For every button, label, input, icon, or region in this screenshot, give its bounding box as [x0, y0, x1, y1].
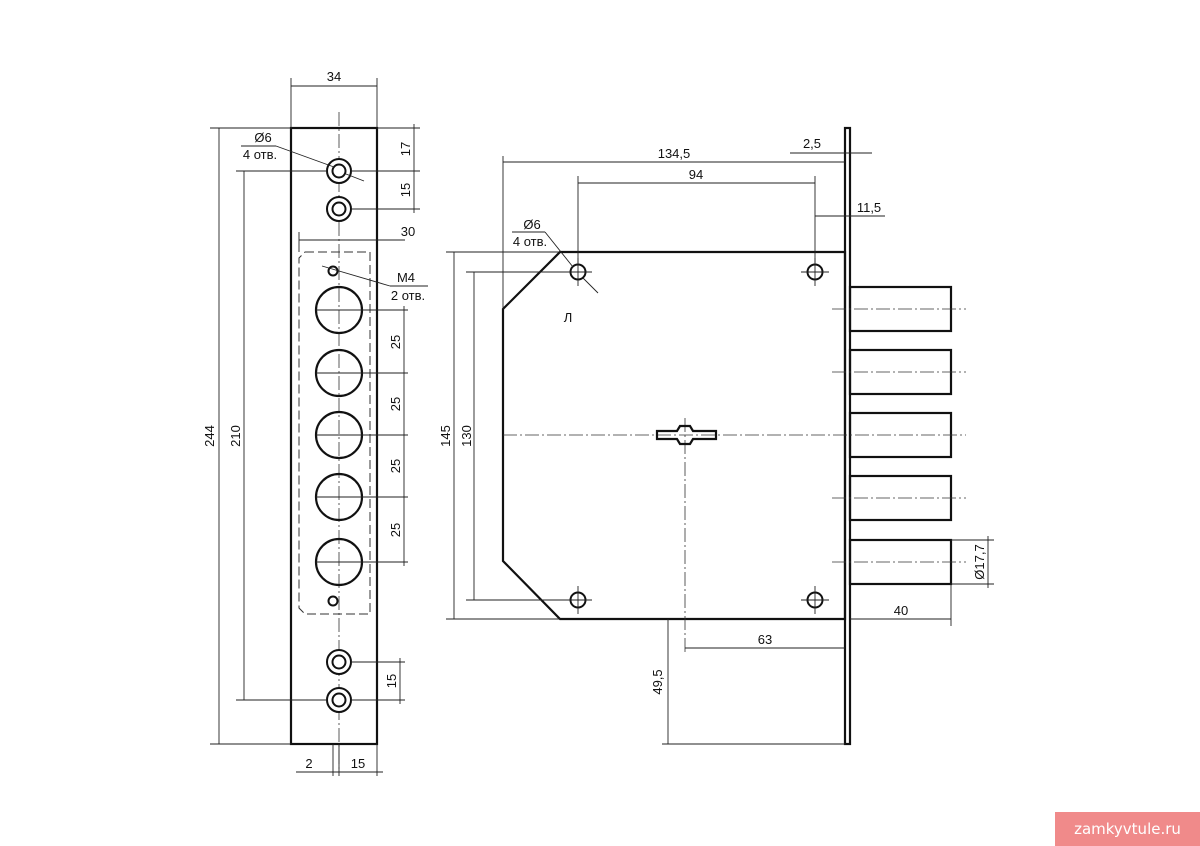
dim-bolt-length: 40 [894, 603, 908, 618]
body-outline [501, 250, 847, 621]
dim-bolt-diameter: Ø17,7 [972, 544, 987, 579]
dim-faceplate: 2,5 [803, 136, 821, 151]
side-label: Л [564, 310, 573, 325]
thread-spec-size: M4 [397, 270, 415, 285]
strip-mount-holes [326, 158, 352, 713]
site-watermark: zamkyvtule.ru [1055, 812, 1200, 846]
dim-hole-span: 94 [689, 167, 703, 182]
dim-bottom-offset: 49,5 [650, 669, 665, 694]
body-hole-spec-count: 4 отв. [513, 234, 547, 249]
dim-pitch-1: 25 [388, 335, 403, 349]
faceplate-strip-view: 34 30 244 210 17 15 [202, 69, 428, 776]
dim-pitch-2: 25 [388, 397, 403, 411]
dim-backset-total: 134,5 [658, 146, 691, 161]
bolts [848, 285, 953, 586]
strip-hole-spec-size: Ø6 [254, 130, 271, 145]
dim-foot-15: 15 [351, 756, 365, 771]
dim-pitch-4: 25 [388, 523, 403, 537]
strip-inner-outline [298, 251, 371, 615]
dim-body-height: 145 [438, 425, 453, 447]
dim-strip-width: 34 [327, 69, 341, 84]
dim-strip-bottom-15: 15 [384, 674, 399, 688]
dim-body-hole-span: 130 [459, 425, 474, 447]
body-mount-holes [569, 263, 824, 609]
dim-strip-top-17: 17 [398, 142, 413, 156]
dim-foot-2: 2 [305, 756, 312, 771]
dim-strip-inner-width: 30 [401, 224, 415, 239]
lock-body-view: 134,5 2,5 94 11,5 145 1 [438, 126, 994, 746]
dim-keyhole: 63 [758, 632, 772, 647]
body-hole-spec-size: Ø6 [523, 217, 540, 232]
dim-strip-height: 244 [202, 425, 217, 447]
dim-strip-top-15: 15 [398, 183, 413, 197]
dim-strip-hole-span: 210 [228, 425, 243, 447]
thread-spec-count: 2 отв. [391, 288, 425, 303]
strip-hole-spec-count: 4 отв. [243, 147, 277, 162]
keyhole [655, 424, 718, 446]
strip-outline [289, 126, 379, 746]
m4-hole-bottom [327, 595, 339, 607]
dim-offset: 11,5 [857, 200, 881, 215]
dim-pitch-3: 25 [388, 459, 403, 473]
